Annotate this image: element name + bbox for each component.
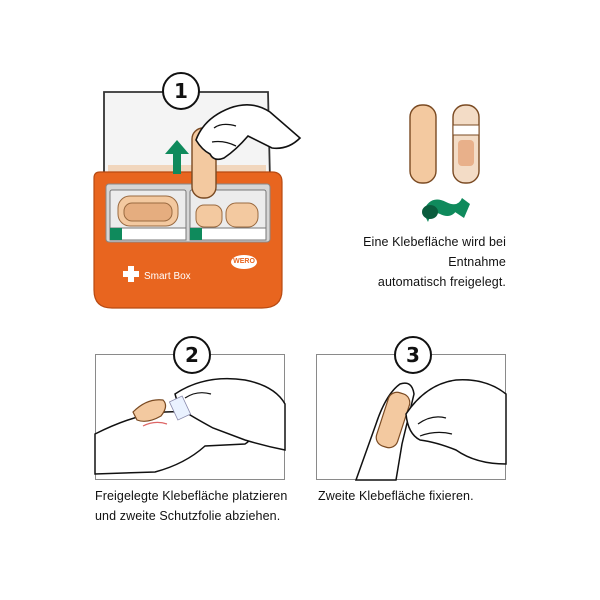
step-1-caption-line-1: Eine Klebefläche wird bei Entnahme: [363, 235, 506, 269]
cross-icon: [122, 265, 140, 283]
step-2-caption-line-1: Freigelegte Klebefläche platzieren: [95, 489, 288, 503]
step-2-caption: Freigelegte Klebefläche platzieren und z…: [95, 486, 295, 526]
step-1-caption-line-2: automatisch freigelegt.: [377, 275, 506, 289]
step-2-hands-illustration: [94, 377, 286, 475]
step-3-number: 3: [394, 336, 432, 374]
step-3-hands-illustration: [354, 379, 507, 481]
dispenser-brand: WERO: [233, 258, 255, 265]
step-2-number: 2: [173, 336, 211, 374]
curved-arrow-icon: [422, 198, 470, 222]
dispenser-label: Smart Box: [144, 271, 191, 282]
plaster-illustration: [409, 104, 480, 184]
up-arrow-icon: [165, 140, 189, 174]
step-3-caption: Zweite Klebefläche fixieren.: [318, 486, 508, 506]
step-3-caption-line-1: Zweite Klebefläche fixieren.: [318, 489, 474, 503]
step-2-caption-line-2: und zweite Schutzfolie abziehen.: [95, 509, 281, 523]
step-1-number: 1: [162, 72, 200, 110]
step-1-caption: Eine Klebefläche wird bei Entnahme autom…: [310, 232, 506, 292]
